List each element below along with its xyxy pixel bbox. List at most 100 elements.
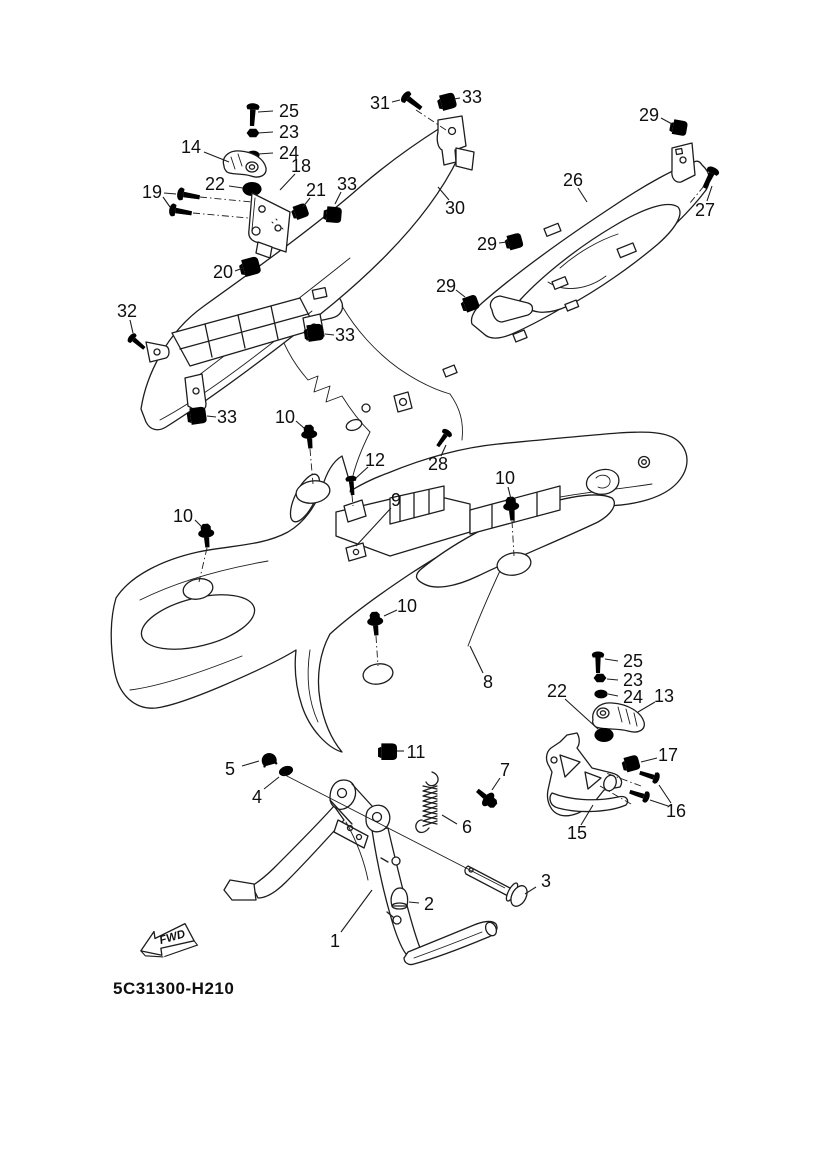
callout-leader-5 xyxy=(241,760,260,767)
part-2-rubber-cap xyxy=(390,887,409,910)
part-14-damper xyxy=(222,150,267,178)
callout-9: 9 xyxy=(391,490,401,510)
callout-leader-23 xyxy=(606,678,619,681)
callout-leader-4 xyxy=(263,776,280,790)
callout-8: 8 xyxy=(483,672,493,692)
callout-leader-16 xyxy=(658,784,672,804)
callout-25: 25 xyxy=(623,651,643,671)
callout-leader-18 xyxy=(279,173,296,191)
callout-leader-25 xyxy=(604,658,619,662)
callout-29: 29 xyxy=(436,276,456,296)
callout-leader-2 xyxy=(408,901,420,904)
assembly-axis-lines xyxy=(192,109,705,889)
callout-leader-10 xyxy=(295,420,305,429)
callout-leader-9 xyxy=(355,507,392,547)
callout-6: 6 xyxy=(462,817,472,837)
callout-15: 15 xyxy=(567,823,587,843)
part-24-washer-2 xyxy=(594,689,608,699)
callout-leader-8 xyxy=(469,645,484,674)
part-17-clip xyxy=(620,754,641,774)
callout-32: 32 xyxy=(117,301,137,321)
callout-leader-3 xyxy=(524,886,537,895)
part-16-screws xyxy=(627,767,662,804)
callout-24: 24 xyxy=(623,687,643,707)
part-6-spring xyxy=(415,771,439,834)
part-19-screws xyxy=(168,186,201,220)
part-21-clip xyxy=(289,202,310,222)
callout-29: 29 xyxy=(639,105,659,125)
callout-leader-6 xyxy=(441,814,458,825)
callout-2: 2 xyxy=(424,894,434,914)
callout-30: 30 xyxy=(445,198,465,218)
callout-4: 4 xyxy=(252,787,262,807)
part-7-bolt xyxy=(472,784,501,812)
callout-7: 7 xyxy=(500,760,510,780)
callout-leader-33 xyxy=(324,333,335,336)
callout-25: 25 xyxy=(279,101,299,121)
callout-33: 33 xyxy=(337,174,357,194)
callout-leader-26 xyxy=(577,187,588,203)
part-13-damper xyxy=(591,702,645,733)
callout-leader-1 xyxy=(340,889,373,933)
callout-10: 10 xyxy=(495,468,515,488)
callout-leader-15 xyxy=(580,804,594,826)
fwd-arrow: FWD xyxy=(140,922,199,958)
part-32-screw xyxy=(125,331,148,353)
callout-23: 23 xyxy=(279,122,299,142)
callout-leader-29 xyxy=(455,289,466,298)
callout-leader-24 xyxy=(257,152,274,155)
callout-21: 21 xyxy=(306,180,326,200)
part-18-bracket xyxy=(248,192,291,259)
callout-33: 33 xyxy=(217,407,237,427)
callout-leader-10 xyxy=(383,609,398,617)
callout-14: 14 xyxy=(181,137,201,157)
part-23-nut-2 xyxy=(593,673,607,683)
callout-leader-29 xyxy=(498,241,508,244)
callout-leader-33 xyxy=(453,97,461,100)
callout-23: 23 xyxy=(623,670,643,690)
callout-leader-27 xyxy=(706,185,713,202)
callout-20: 20 xyxy=(213,262,233,282)
callout-10: 10 xyxy=(275,407,295,427)
part-25-screw xyxy=(245,102,260,127)
callout-3: 3 xyxy=(541,871,551,891)
callout-leader-17 xyxy=(640,757,658,763)
callout-leader-19 xyxy=(162,196,171,208)
callout-10: 10 xyxy=(397,596,417,616)
callout-26: 26 xyxy=(563,170,583,190)
callout-10: 10 xyxy=(173,506,193,526)
part-22-grommet-2 xyxy=(594,728,614,742)
part-28-screw xyxy=(433,427,454,450)
callout-13: 13 xyxy=(654,686,674,706)
callout-24: 24 xyxy=(279,143,299,163)
callout-leader-21 xyxy=(302,197,311,208)
callout-5: 5 xyxy=(225,759,235,779)
part-26-right-side-cover xyxy=(442,142,711,378)
callout-18: 18 xyxy=(291,156,311,176)
callout-leader-33 xyxy=(206,415,217,418)
callout-19: 19 xyxy=(142,182,162,202)
callout-leader-25 xyxy=(257,110,274,113)
callout-leader-14 xyxy=(203,151,230,163)
part-11-clip xyxy=(378,743,398,761)
callout-17: 17 xyxy=(658,745,678,765)
callout-11: 11 xyxy=(407,742,426,762)
callout-leader-10 xyxy=(507,486,512,500)
part-31-screw xyxy=(398,89,426,114)
callout-12: 12 xyxy=(365,450,385,470)
part-8-footrest-board xyxy=(110,431,688,753)
callout-leader-13 xyxy=(637,701,656,713)
callout-22: 22 xyxy=(547,681,567,701)
part-25-screw-2 xyxy=(591,651,605,674)
callout-leader-10 xyxy=(194,519,203,528)
part-1-center-stand xyxy=(223,779,498,966)
fwd-arrow-shape xyxy=(140,922,195,956)
callout-31: 31 xyxy=(370,93,390,113)
callout-27: 27 xyxy=(695,200,715,220)
callout-leader-20 xyxy=(234,267,244,272)
callout-leader-30 xyxy=(437,186,450,201)
callout-33: 33 xyxy=(462,87,482,107)
callout-leader-22 xyxy=(564,698,599,730)
